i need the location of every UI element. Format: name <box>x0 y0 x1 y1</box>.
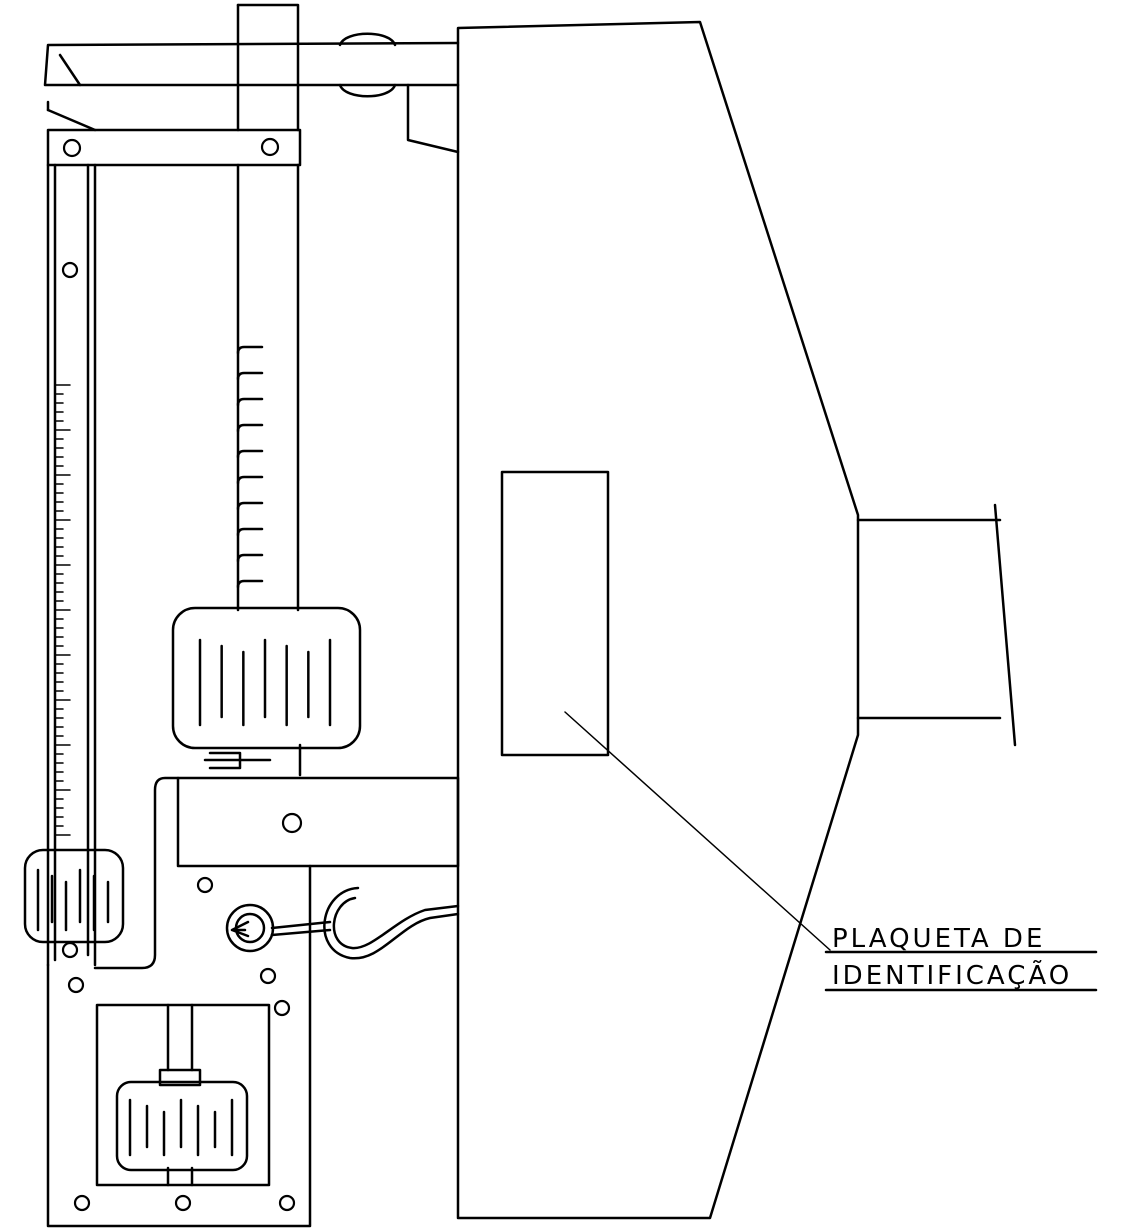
top-lever-arm <box>43 32 460 154</box>
identification-plate <box>500 470 610 757</box>
rack-tooth <box>236 579 264 589</box>
outlet-duct <box>856 503 1017 747</box>
base-hole-3 <box>259 967 277 985</box>
rack-tooth <box>236 501 264 511</box>
main-housing <box>456 20 860 1220</box>
scale-hole-bottom <box>61 941 79 959</box>
adjustment-knob <box>225 903 332 953</box>
bottom-window <box>95 1003 271 1187</box>
rack-tooth <box>236 553 264 563</box>
base-hole-1 <box>196 876 214 894</box>
base-hole-5 <box>73 1194 91 1212</box>
graduated-scale-column <box>46 163 97 967</box>
scale-hole-top <box>61 261 79 279</box>
mounting-bracket-hole <box>281 812 303 834</box>
base-frame <box>46 864 312 1228</box>
bottom-weight <box>115 1080 249 1172</box>
rack-teeth <box>236 345 264 589</box>
callout-label-line-2: IDENTIFICAÇÃO <box>832 961 1073 991</box>
base-hole-6 <box>174 1194 192 1212</box>
base-hole-4 <box>273 999 291 1017</box>
clamp-screw <box>203 751 272 770</box>
upper-sliding-weight <box>171 606 362 750</box>
base-hole-7 <box>278 1194 296 1212</box>
rack-tooth <box>236 423 264 433</box>
rack-tooth <box>236 397 264 407</box>
callout-label-line-1: PLAQUETA DE <box>832 924 1046 954</box>
rack-tooth <box>236 475 264 485</box>
vertical-rack-post <box>236 3 302 777</box>
rack-tooth <box>236 345 264 355</box>
bracket-hole-right <box>260 137 280 157</box>
base-hole-2 <box>67 976 85 994</box>
mounting-bracket <box>93 776 460 970</box>
rack-tooth <box>236 449 264 459</box>
bracket-hole-left <box>62 138 82 158</box>
hook-rod <box>323 886 460 960</box>
rack-tooth <box>236 527 264 537</box>
rack-tooth <box>236 371 264 381</box>
scale-slider-weight <box>23 848 125 944</box>
callout-leader-line <box>564 711 831 951</box>
top-cross-bracket <box>46 100 302 167</box>
